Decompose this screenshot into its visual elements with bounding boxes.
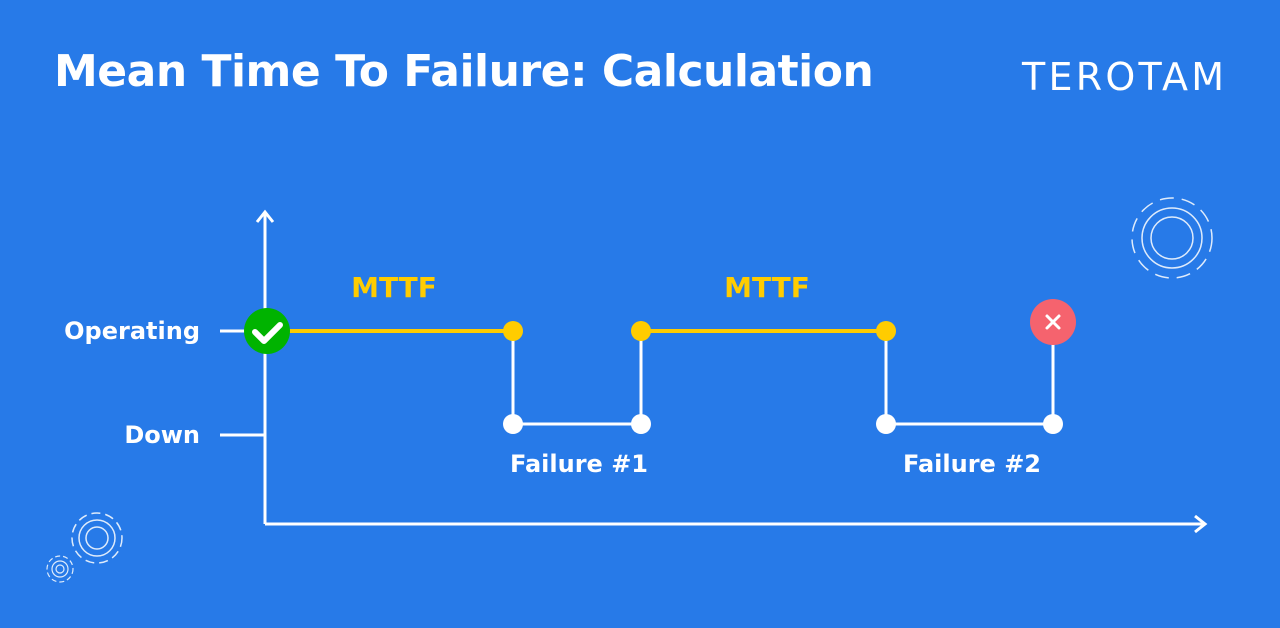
failure-label-2: Failure #2 [903,450,1041,478]
y-axis-arrow [255,209,275,223]
mttf-label-1: MTTF [351,271,437,304]
operating-label: Operating [64,317,200,345]
point [876,321,896,341]
check-icon [244,308,290,354]
gear-icon [71,512,123,564]
point [631,414,651,434]
failure-segment-1 [511,331,643,426]
failure-label-1: Failure #1 [510,450,648,478]
mttf-label-2: MTTF [724,271,810,304]
page-title: Mean Time To Failure: Calculation [54,46,874,97]
logo-text: TEROTAM [1021,55,1227,99]
point [876,414,896,434]
gear-icon [1131,197,1213,279]
failure-segment-2 [884,322,1055,426]
close-icon [1030,299,1076,345]
point [631,321,651,341]
down-label: Down [124,421,200,449]
gear-icon [46,555,74,583]
x-axis-arrow [1194,514,1208,534]
point [1043,414,1063,434]
point [503,321,523,341]
terotam-logo: TEROTAM [1021,55,1227,99]
point [503,414,523,434]
